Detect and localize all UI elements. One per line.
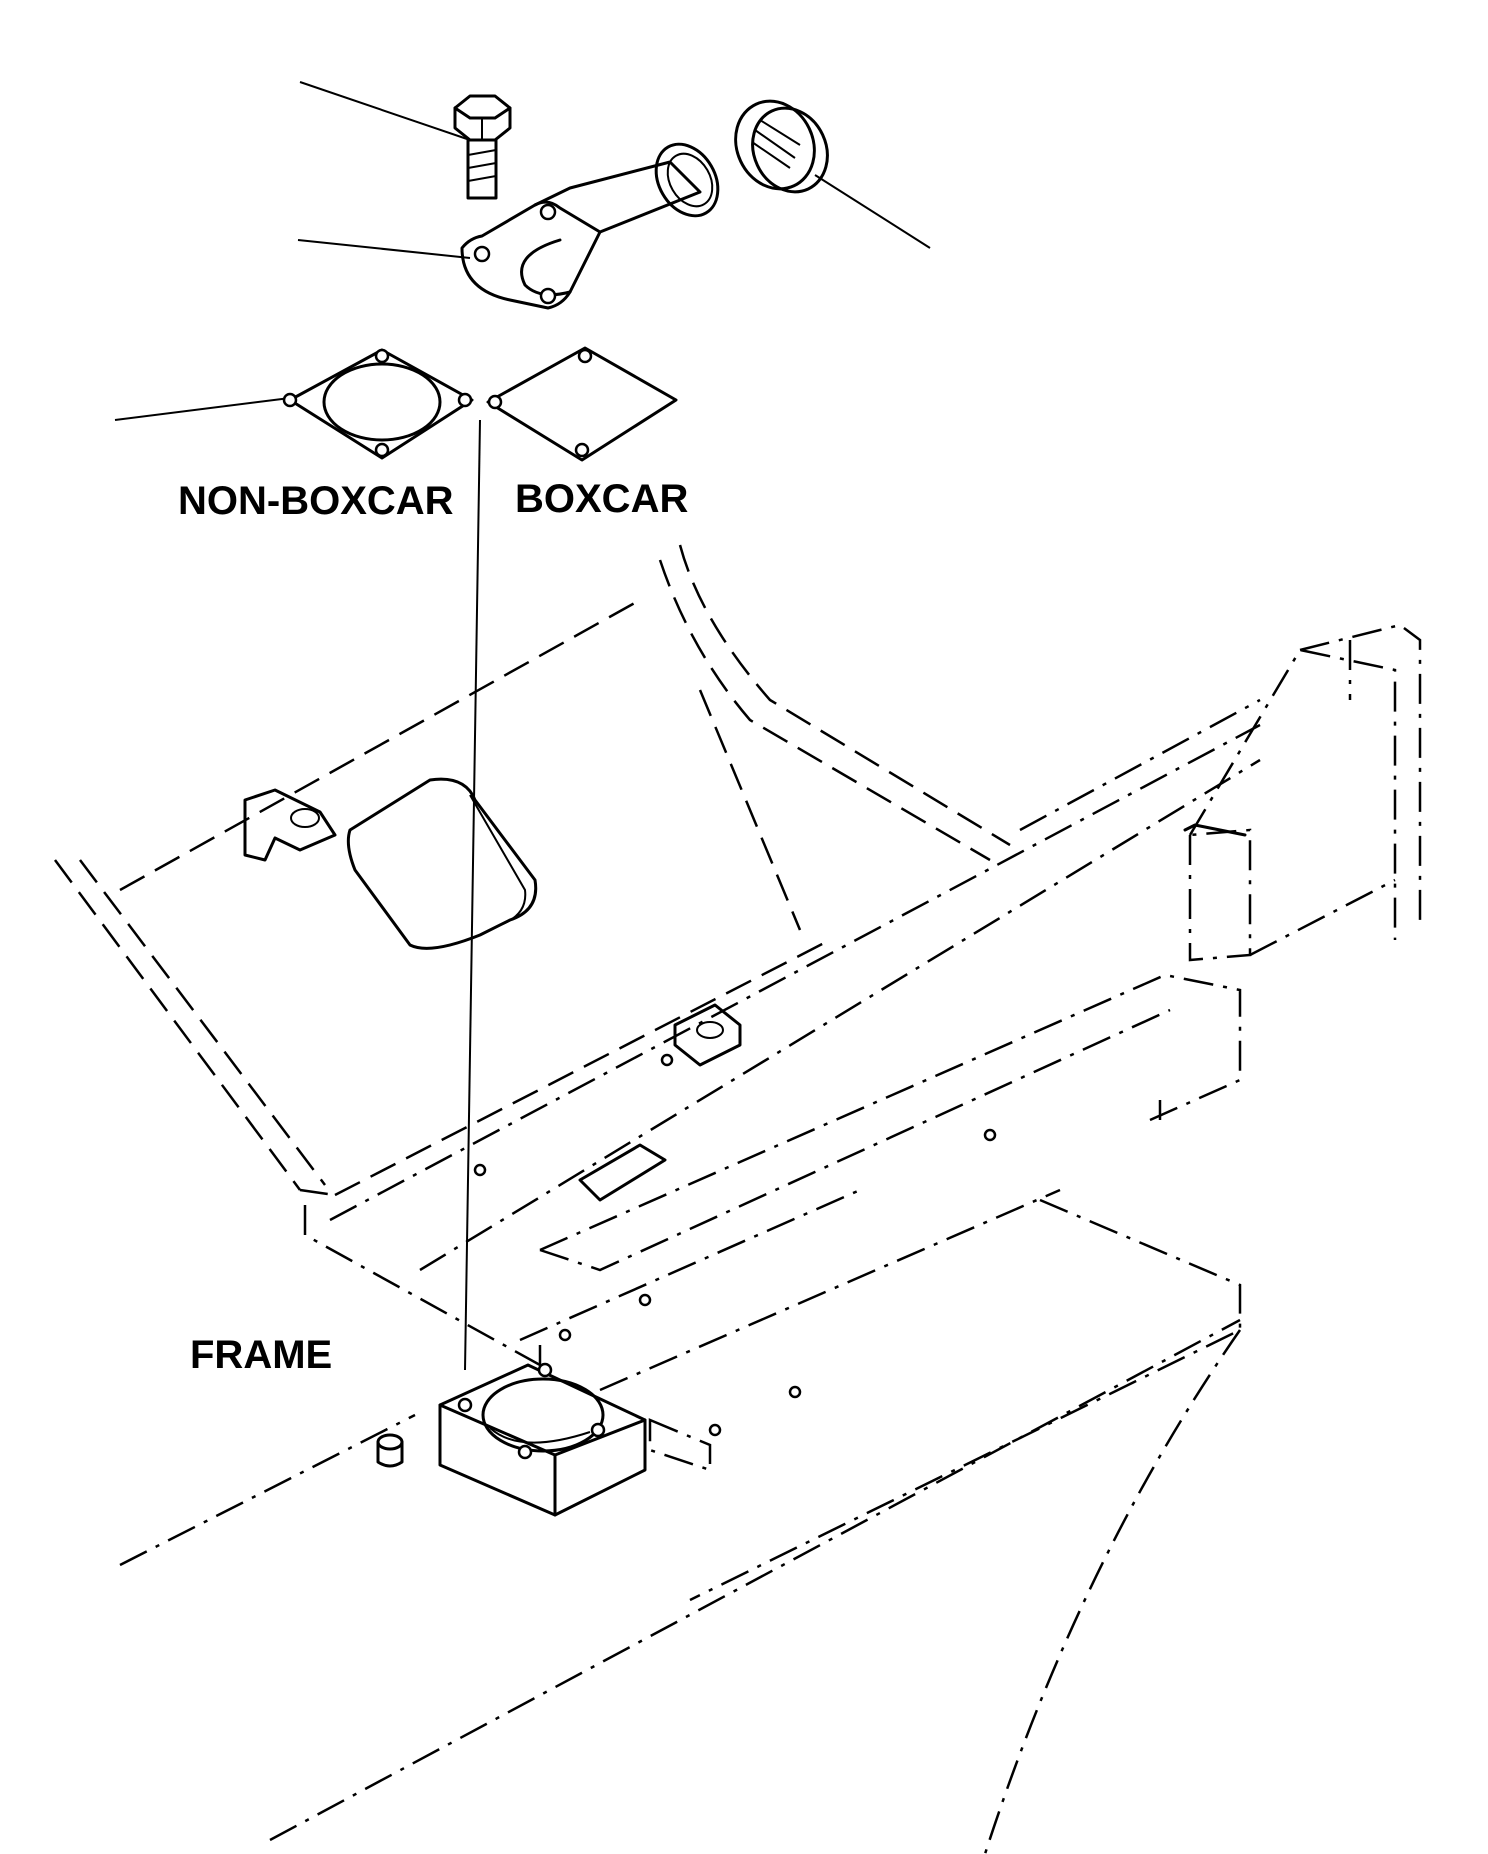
cover-plate-boxcar [486,346,678,462]
gasket-non-boxcar [282,348,474,460]
inlet-elbow [460,142,720,310]
label-boxcar: BOXCAR [515,477,688,521]
hose-clamp [734,99,829,194]
label-non-boxcar: NON-BOXCAR [178,479,454,523]
frame-stud [376,1433,404,1468]
flange-bolt [453,94,512,200]
leader-line-gasket [114,397,291,421]
leader-line-clamp [814,174,931,249]
label-frame: FRAME [190,1333,332,1377]
leader-line-elbow [297,239,471,259]
assembly-axis-line [464,419,481,1371]
leader-lines [114,81,931,1371]
leader-line-bolt [299,81,471,141]
frame-outline [53,544,1422,1854]
frame-mounting-pad [438,1362,647,1517]
